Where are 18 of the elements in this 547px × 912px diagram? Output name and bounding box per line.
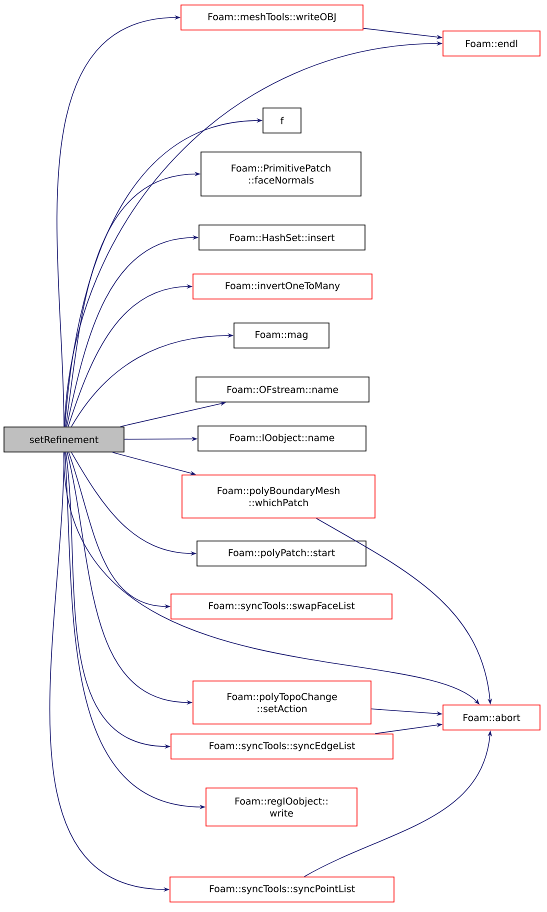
- function-box: Foam::syncTools::syncPointList: [170, 876, 394, 902]
- function-box: Foam::PrimitivePatch ::faceNormals: [200, 152, 362, 196]
- function-box: f: [262, 108, 302, 134]
- function-box: setRefinement: [4, 426, 124, 452]
- function-box: Foam::syncTools::syncEdgeList: [170, 734, 394, 760]
- function-box: Foam::regIOobject:: write: [206, 788, 358, 826]
- function-box: Foam::mag: [234, 322, 330, 348]
- function-box: Foam::IOobject::name: [198, 426, 366, 452]
- function-box: Foam::syncTools::swapFaceList: [170, 594, 392, 620]
- function-box: Foam::polyTopoChange ::setAction: [192, 680, 372, 724]
- function-box: Foam::polyBoundaryMesh ::whichPatch: [182, 474, 376, 518]
- function-box: Foam::HashSet::insert: [198, 224, 366, 250]
- function-box: Foam::meshTools::writeOBJ: [180, 4, 364, 30]
- function-box: Foam::polyPatch::start: [196, 540, 366, 566]
- function-box: Foam::endl: [442, 30, 540, 56]
- function-box: Foam::OFstream::name: [196, 376, 370, 402]
- function-box: Foam::invertOneToMany: [192, 274, 372, 300]
- function-box: Foam::abort: [442, 704, 540, 730]
